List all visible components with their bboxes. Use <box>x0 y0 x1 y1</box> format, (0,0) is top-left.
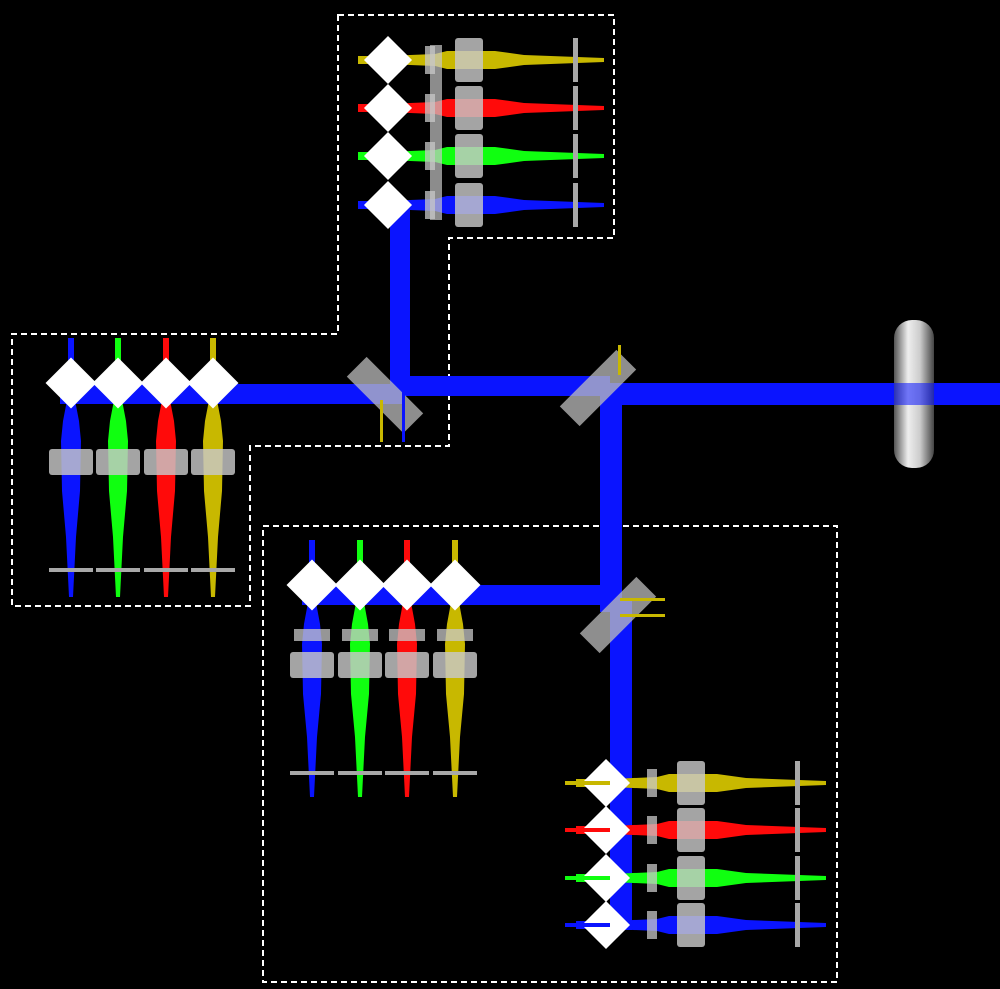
middle-green-channel-mirror <box>334 559 386 611</box>
middle-green-channel-aperture <box>342 629 378 641</box>
bottom-right-yellow-feed <box>565 781 610 785</box>
middle-red-channel-beam <box>397 597 417 797</box>
bottom-right-blue-channel-lens <box>677 903 705 947</box>
left-blue-channel-lens <box>49 449 93 475</box>
module-boundaries <box>11 14 838 983</box>
left-blue-channel-plate <box>49 568 93 572</box>
middle-green-channel-plate <box>338 771 382 775</box>
left-red-channel-plate <box>144 568 188 572</box>
bottom-right-green-channel-aperture <box>647 864 657 892</box>
bottom-right-green-channel-beam <box>612 869 826 887</box>
left-laser-module <box>45 338 239 597</box>
bottom-right-laser-module <box>565 758 826 950</box>
bottom-right-blue-channel-beam <box>612 916 826 934</box>
bottom-right-blue-channel-aperture <box>647 911 657 939</box>
middle-blue-channel-lens <box>290 652 334 678</box>
trunk-beam-vertical-bottom <box>610 600 632 930</box>
dichroic-3-leak-b <box>620 614 665 617</box>
left-combined-beam <box>60 384 405 404</box>
bottom-right-green-channel-plate <box>795 856 800 900</box>
middle-yellow-channel-plate <box>433 771 477 775</box>
dichroic-mirror-2 <box>559 349 637 427</box>
bottom-right-red-channel-lens <box>677 808 705 852</box>
middle-yellow-channel-beam <box>445 597 465 797</box>
middle-red-channel-mirror <box>381 559 433 611</box>
trunk-beam-vertical-top <box>390 205 410 395</box>
left-yellow-channel-beam <box>203 395 223 597</box>
middle-blue-channel-mirror <box>286 559 338 611</box>
top-blue-channel-mirror <box>363 180 413 230</box>
top-green-channel-plate <box>573 134 578 178</box>
top-laser-module <box>358 35 604 230</box>
bottom-right-yellow-channel-plate <box>795 761 800 805</box>
middle-blue-channel-beam <box>302 597 322 797</box>
bottom-right-green-feed <box>565 876 610 880</box>
top-red-channel-plate <box>573 86 578 130</box>
bottom-right-blue-channel-plate <box>795 903 800 947</box>
bottom-module-boundary <box>262 525 838 983</box>
middle-red-channel-plate <box>385 771 429 775</box>
dichroic-2-leak <box>618 345 621 375</box>
left-red-channel-beam <box>156 395 176 597</box>
middle-red-channel-lens <box>385 652 429 678</box>
top-green-channel-mirror <box>363 131 413 181</box>
middle-green-channel-beam <box>350 597 370 797</box>
middle-blue-channel-aperture <box>294 629 330 641</box>
top-module-aperture-bar <box>430 45 442 220</box>
dichroic-3-leak-a <box>620 598 665 601</box>
top-yellow-channel-lens <box>455 38 483 82</box>
top-red-channel-mirror <box>363 83 413 133</box>
left-blue-channel-beam <box>61 395 81 597</box>
bottom-right-red-feed <box>565 828 610 832</box>
dichroic-1-leak-yellow <box>380 400 383 442</box>
bottom-right-blue-feed <box>565 923 610 927</box>
top-red-channel-lens <box>455 86 483 130</box>
objective-lens-beam <box>894 383 934 405</box>
middle-yellow-channel-aperture <box>437 629 473 641</box>
left-red-channel-lens <box>144 449 188 475</box>
top-blue-channel-lens <box>455 183 483 227</box>
left-green-channel-plate <box>96 568 140 572</box>
top-blue-channel-plate <box>573 183 578 227</box>
beam-combining-optics <box>346 320 934 654</box>
bottom-right-green-channel-lens <box>677 856 705 900</box>
middle-red-channel-aperture <box>389 629 425 641</box>
bottom-right-red-channel-beam <box>612 821 826 839</box>
top-yellow-channel-plate <box>573 38 578 82</box>
bottom-right-red-channel-aperture <box>647 816 657 844</box>
middle-blue-channel-plate <box>290 771 334 775</box>
bottom-right-red-channel-plate <box>795 808 800 852</box>
dichroic-1-leak-blue <box>402 392 405 442</box>
left-yellow-channel-lens <box>191 449 235 475</box>
top-module-boundary <box>11 14 615 607</box>
output-beam <box>600 383 1000 405</box>
trunk-beam-vertical-mid <box>600 392 622 612</box>
center-combined-beam <box>400 376 610 396</box>
top-green-channel-lens <box>455 134 483 178</box>
bottom-right-yellow-channel-lens <box>677 761 705 805</box>
left-yellow-channel-plate <box>191 568 235 572</box>
middle-laser-module <box>286 540 481 797</box>
middle-yellow-channel-lens <box>433 652 477 678</box>
bottom-right-yellow-channel-beam <box>612 774 826 792</box>
middle-yellow-channel-mirror <box>429 559 481 611</box>
dichroic-mirror-3 <box>579 576 657 654</box>
top-yellow-channel-mirror <box>363 35 413 85</box>
left-green-channel-lens <box>96 449 140 475</box>
middle-green-channel-lens <box>338 652 382 678</box>
bottom-right-yellow-channel-aperture <box>647 769 657 797</box>
left-green-channel-beam <box>108 395 128 597</box>
